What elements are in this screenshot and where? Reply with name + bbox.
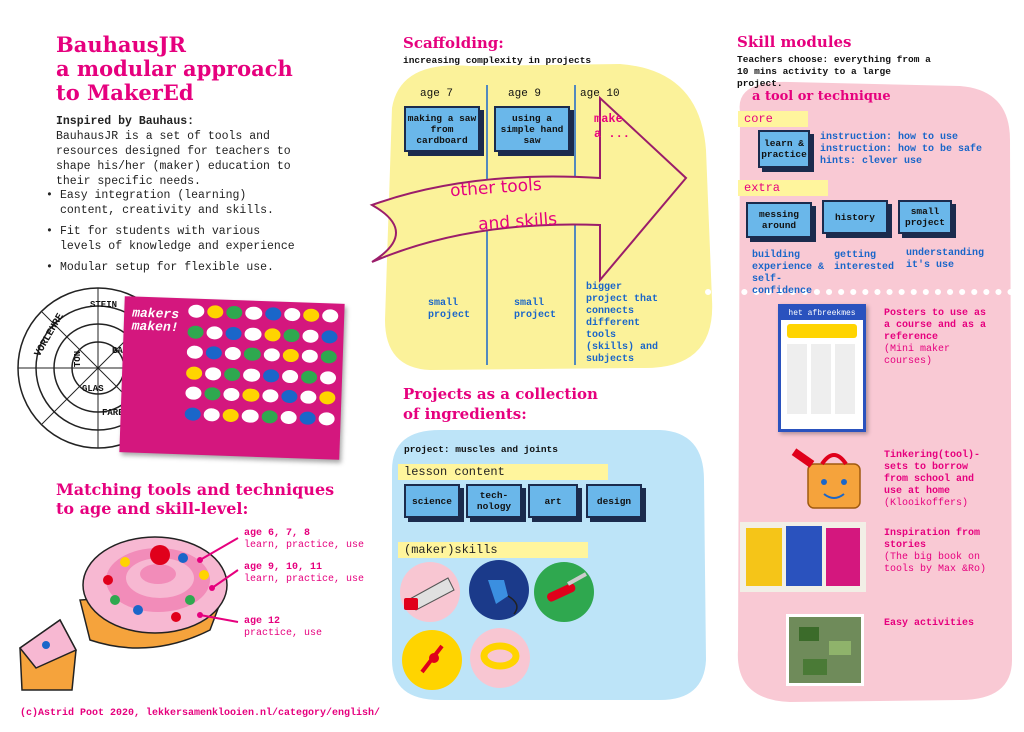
projects-title-line-2: of ingredients: bbox=[403, 405, 527, 423]
scaffold-label-small-1: small project bbox=[428, 298, 471, 321]
tape-icon bbox=[470, 628, 530, 688]
age-label: age 9 bbox=[508, 88, 542, 100]
core-notes: instruction: how to use instruction: how… bbox=[820, 132, 983, 167]
feature-bullet: Fit for students with various levels of … bbox=[46, 224, 296, 254]
extra-box-small-project: small project bbox=[898, 200, 952, 234]
drill-icon bbox=[469, 560, 529, 620]
lesson-box-design: design bbox=[586, 484, 642, 518]
module-box-cardboard-saw: making a saw from cardboard bbox=[404, 106, 480, 152]
pocket-knife-icon bbox=[534, 562, 594, 622]
wheel-label: FARBE bbox=[102, 408, 130, 418]
resource-stories: Inspiration from stories (The big book o… bbox=[884, 528, 987, 575]
inspired-heading: Inspired by Bauhaus: bbox=[56, 115, 195, 128]
extra-note-building: building experience & self-confidence bbox=[752, 250, 825, 297]
age-label: age 10 bbox=[580, 88, 620, 100]
tool-technique-title: a tool or technique bbox=[752, 89, 891, 104]
poster-thumb-title: het afbreekmes bbox=[781, 307, 863, 320]
make-a-text: make a ... bbox=[594, 112, 631, 141]
skill-icons bbox=[400, 560, 594, 690]
age-group-9-11: age 9, 10, 11 learn, practice, use bbox=[244, 562, 365, 585]
hand-drill-icon bbox=[402, 630, 462, 690]
resource-posters: Posters to use as a course and as a refe… bbox=[884, 308, 987, 367]
lesson-content-label: lesson content bbox=[398, 464, 608, 480]
saw-icon bbox=[400, 562, 460, 622]
wheel-label: GLAS bbox=[82, 384, 104, 394]
feature-bullet: Easy integration (learning) content, cre… bbox=[46, 188, 296, 218]
extra-box-history: history bbox=[822, 200, 888, 234]
intro-block: Inspired by Bauhaus: BauhausJR is a set … bbox=[56, 114, 296, 195]
title-line-1: BauhausJR bbox=[56, 32, 186, 57]
lesson-box-technology: tech-nology bbox=[466, 484, 522, 518]
lesson-box-science: science bbox=[404, 484, 460, 518]
extra-note-interested: getting interested bbox=[834, 250, 895, 273]
feature-list: Easy integration (learning) content, cre… bbox=[46, 188, 296, 281]
matching-title: Matching tools and techniques to age and… bbox=[56, 480, 334, 518]
feature-bullet: Modular setup for flexible use. bbox=[46, 260, 296, 275]
projects-title-line-1: Projects as a collection bbox=[403, 385, 598, 403]
copyright-text: (c)Astrid Poot 2020, lekkersamenklooien.… bbox=[20, 708, 381, 719]
projects-title: Projects as a collection of ingredients: bbox=[403, 384, 598, 424]
wheel-label: BAU bbox=[112, 346, 129, 356]
core-label: core bbox=[738, 111, 808, 127]
maker-skills-label: (maker)skills bbox=[398, 542, 588, 558]
wheel-label: TON bbox=[73, 350, 84, 368]
scaffold-label-small-2: small project bbox=[514, 298, 557, 321]
matching-title-line-1: Matching tools and techniques bbox=[56, 480, 335, 499]
poster-thumbnail: het afbreekmes bbox=[778, 304, 866, 432]
main-title: BauhausJR a modular approach to MakerEd bbox=[56, 33, 293, 105]
makers-poster: makers maken! bbox=[119, 296, 345, 460]
skill-modules-subtitle: Teachers choose: everything from a 10 mi… bbox=[737, 54, 931, 89]
arrow-shape bbox=[369, 95, 688, 283]
project-label: project: muscles and joints bbox=[404, 444, 558, 455]
books-photo bbox=[740, 522, 866, 592]
extra-note-understanding: understanding it's use bbox=[906, 248, 985, 271]
scaffolding-subtitle: increasing complexity in projects bbox=[403, 55, 592, 66]
skill-modules-title: Skill modules bbox=[737, 33, 852, 51]
toolbox-illustration bbox=[791, 448, 861, 509]
age-group-12: age 12 practice, use bbox=[244, 616, 323, 639]
poster-title: makers maken! bbox=[131, 305, 180, 336]
title-line-2: a modular approach bbox=[56, 56, 293, 81]
extra-box-messing-around: messing around bbox=[746, 202, 812, 238]
cake-illustration bbox=[18, 536, 239, 691]
core-box-learn-practice: learn & practice bbox=[758, 130, 810, 168]
scaffolding-title: Scaffolding: bbox=[403, 34, 504, 52]
age-label: age 7 bbox=[420, 88, 454, 100]
extra-label: extra bbox=[738, 180, 828, 196]
age-group-6-8: age 6, 7, 8 learn, practice, use bbox=[244, 528, 365, 551]
activities-photo bbox=[786, 614, 864, 686]
inspired-text: BauhausJR is a set of tools and resource… bbox=[56, 130, 291, 188]
lesson-box-art: art bbox=[528, 484, 578, 518]
resource-easy-activities: Easy activities bbox=[884, 618, 975, 629]
module-box-hand-saw: using a simple hand saw bbox=[494, 106, 570, 152]
resource-tinkering-sets: Tinkering(tool)-sets to borrow from scho… bbox=[884, 450, 981, 509]
scaffold-label-bigger: bigger project that connects different t… bbox=[586, 282, 659, 365]
wheel-label: STEIN bbox=[90, 300, 118, 310]
title-line-3: to MakerEd bbox=[56, 80, 194, 105]
matching-title-line-2: to age and skill-level: bbox=[56, 499, 249, 518]
poster-icon-grid bbox=[184, 304, 339, 429]
